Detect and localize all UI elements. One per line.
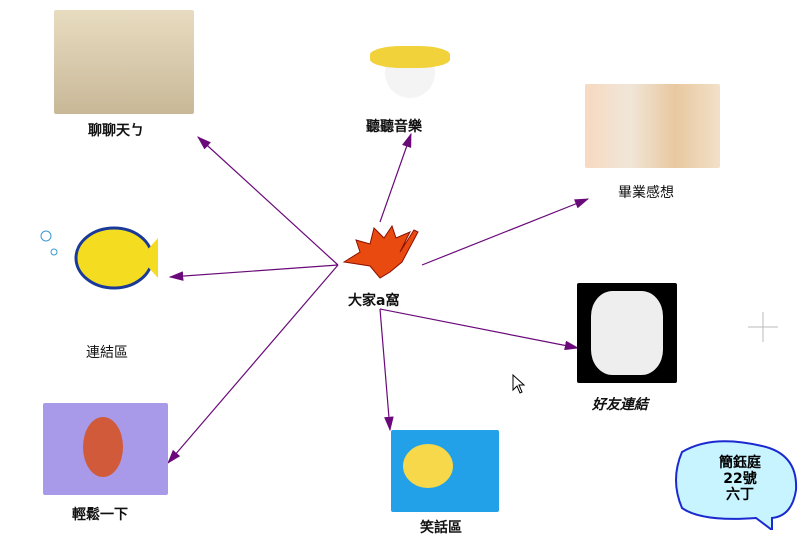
arrow-to-music bbox=[379, 132, 412, 223]
note-class: 六丁 bbox=[726, 487, 754, 503]
maple-leaf-icon bbox=[342, 224, 419, 279]
node-label: 畢業感想 bbox=[618, 185, 674, 201]
node-label: 好友連結 bbox=[592, 397, 648, 413]
node-label: 連結區 bbox=[86, 345, 128, 361]
node-label: 笑話區 bbox=[420, 520, 462, 536]
center-label: 大家a窩 bbox=[348, 293, 400, 309]
node-label: 聊聊天ㄅ bbox=[88, 123, 144, 139]
note-number: 22號 bbox=[723, 471, 757, 487]
mouse-cursor-icon bbox=[512, 374, 526, 394]
cartoon-friends-image bbox=[585, 84, 720, 168]
node-label: 輕鬆一下 bbox=[72, 507, 128, 523]
panda-stack-image bbox=[577, 283, 677, 383]
speech-bubble bbox=[675, 440, 798, 530]
crosshair-icon bbox=[748, 312, 778, 342]
arrow-to-chat bbox=[197, 136, 339, 266]
arrow-to-relax bbox=[167, 264, 339, 464]
node-label: 聽聽音樂 bbox=[366, 119, 422, 135]
speech-bubble-text: 簡鈺庭 22號 六丁 bbox=[700, 455, 780, 503]
rabbit-image bbox=[360, 8, 460, 108]
arrow-to-jokes bbox=[379, 308, 394, 432]
snoopy-typing-image bbox=[54, 10, 194, 114]
fish-image bbox=[40, 226, 158, 290]
note-name: 簡鈺庭 bbox=[719, 455, 761, 471]
octopus-image bbox=[43, 403, 168, 495]
arrow-to-friends bbox=[379, 308, 580, 351]
pompompurin-image bbox=[391, 430, 499, 512]
arrow-to-links bbox=[168, 264, 339, 281]
arrow-to-graduation bbox=[421, 198, 590, 266]
